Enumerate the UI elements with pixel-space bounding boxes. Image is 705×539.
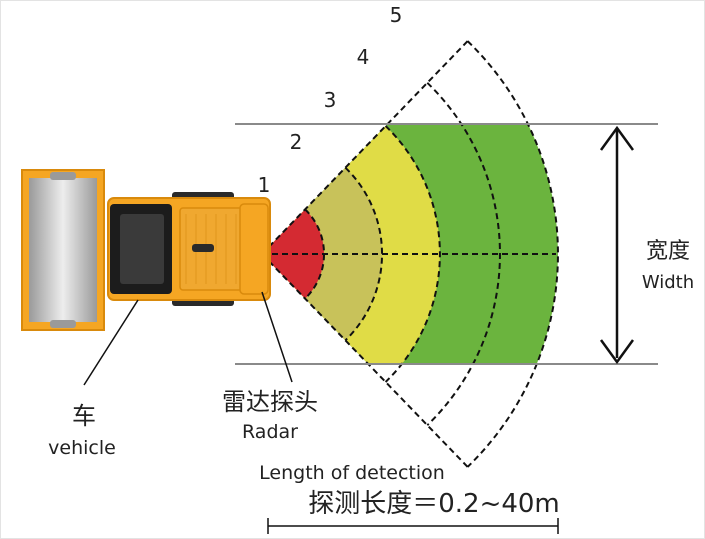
cab-window bbox=[120, 214, 164, 284]
zone-3-label: 3 bbox=[324, 88, 337, 112]
detection-outlines bbox=[261, 37, 559, 471]
drum-cap-bottom bbox=[50, 320, 76, 328]
length-dimension-line bbox=[267, 518, 559, 534]
roller-drum bbox=[29, 178, 97, 322]
zone-1-arc bbox=[304, 208, 326, 300]
drum-cap-top bbox=[50, 172, 76, 180]
vehicle-leader-line bbox=[83, 299, 139, 386]
vehicle-front bbox=[239, 203, 269, 295]
width-label-cn: 宽度 bbox=[646, 239, 690, 264]
zone-5-label: 5 bbox=[390, 3, 403, 27]
beam-edge-top bbox=[261, 37, 472, 255]
zone-5-arc bbox=[466, 40, 559, 468]
radar-label-en: Radar bbox=[242, 421, 298, 443]
length-label-cn: 探测长度＝0.2~40m bbox=[308, 489, 560, 519]
zone-4-arc bbox=[426, 82, 501, 426]
exhaust-pipe bbox=[192, 244, 214, 252]
zone-2-label: 2 bbox=[290, 130, 303, 154]
zone-1-label: 1 bbox=[258, 173, 271, 197]
vehicle-label-en: vehicle bbox=[48, 437, 116, 459]
vehicle-roller-compactor bbox=[21, 169, 271, 331]
width-label-en: Width bbox=[642, 272, 694, 293]
zone-4-label: 4 bbox=[357, 45, 370, 69]
zone-3-arc bbox=[384, 125, 441, 383]
radar-label-cn: 雷达探头 bbox=[222, 388, 318, 416]
radar-leader-line bbox=[261, 291, 293, 383]
beam-edge-bottom bbox=[261, 253, 472, 471]
length-label-en: Length of detection bbox=[259, 462, 445, 484]
width-arrow bbox=[599, 125, 635, 365]
vehicle-label-cn: 车 bbox=[72, 402, 96, 430]
